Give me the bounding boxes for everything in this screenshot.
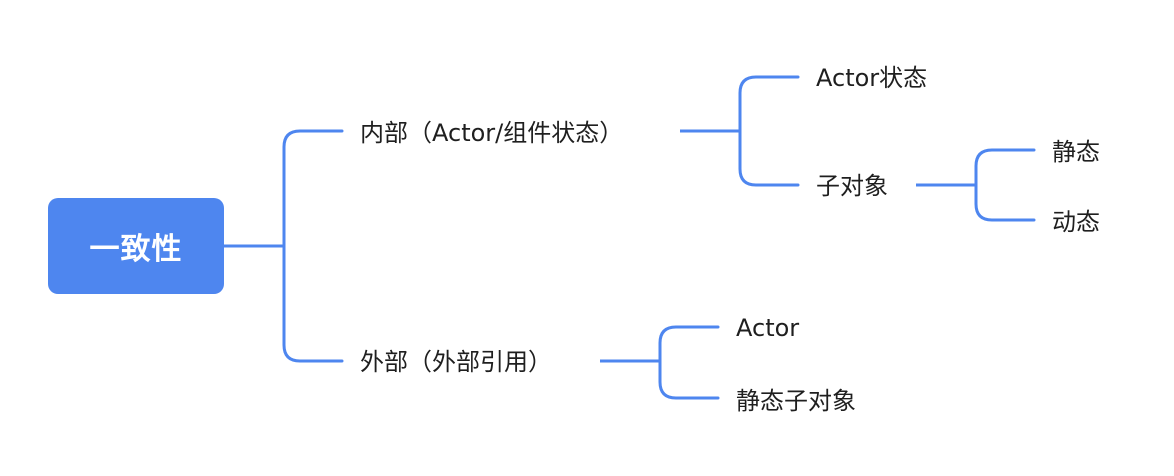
leaf-node-static-sub-object[interactable]: 静态子对象	[736, 387, 856, 415]
root-node[interactable]: 一致性	[48, 198, 224, 294]
leaf-node-actor-state[interactable]: Actor状态	[816, 64, 928, 92]
connector-internal-branch-1	[738, 129, 800, 187]
root-node-label: 一致性	[89, 232, 183, 267]
connector-root-branch-1	[282, 244, 344, 363]
connector-external-branch-0	[658, 325, 720, 363]
connector-sub-object-branch-0	[974, 148, 1036, 187]
connector-sub-object-branch-1	[974, 183, 1036, 222]
leaf-node-dynamic[interactable]: 动态	[1052, 208, 1100, 236]
connector-internal-branch-0	[738, 75, 800, 133]
connector-root-branch-0	[282, 129, 344, 248]
branch-node-external[interactable]: 外部（外部引用）	[360, 348, 552, 376]
branch-node-sub-object[interactable]: 子对象	[816, 172, 888, 200]
leaf-node-actor[interactable]: Actor	[736, 314, 800, 342]
leaf-node-static[interactable]: 静态	[1052, 138, 1100, 166]
connector-external-branch-1	[658, 359, 720, 400]
branch-node-internal[interactable]: 内部（Actor/组件状态）	[360, 119, 624, 147]
